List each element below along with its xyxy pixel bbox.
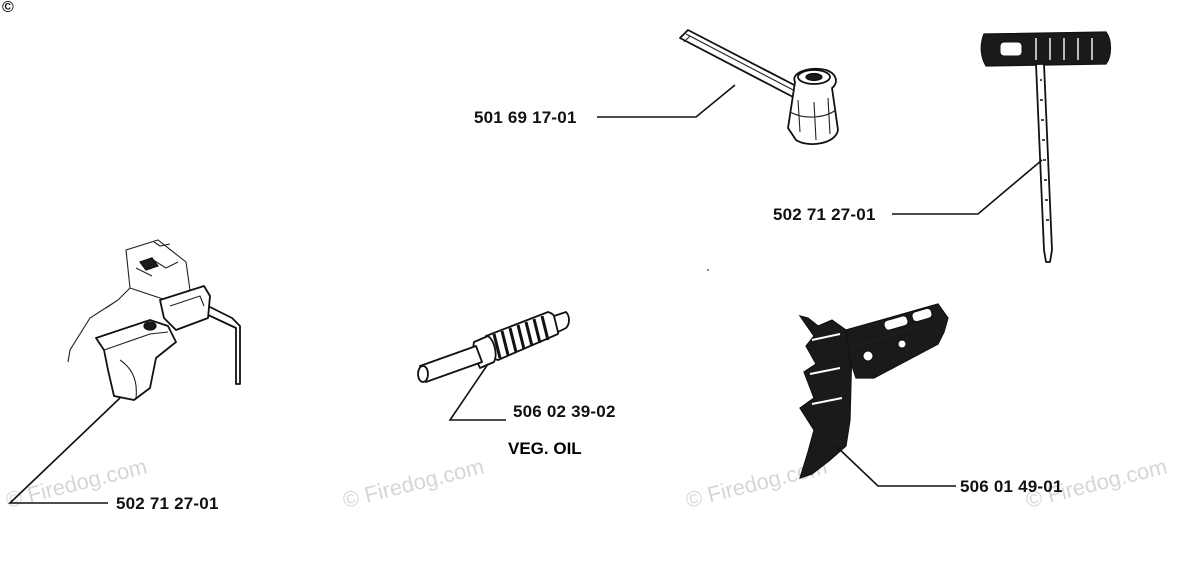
leader-line [597, 84, 736, 118]
bar-guard-illustration [67, 239, 241, 401]
chain-segment-illustration [798, 303, 949, 479]
part-number-label: 506 01 49-01 [960, 477, 1063, 496]
part-number-label: 502 71 27-01 [773, 205, 876, 224]
t-handle-screwdriver-illustration [980, 31, 1112, 263]
part-number-label: 502 71 27-01 [116, 494, 219, 513]
leader-line [448, 363, 506, 421]
leader-line [8, 397, 121, 504]
combination-wrench-illustration [679, 29, 839, 145]
leader-line [892, 159, 1043, 215]
stray-dot [707, 269, 709, 271]
part-number-label: 506 02 39-02 [513, 402, 616, 421]
oil-pump-rod-illustration [417, 311, 570, 383]
part-note-label: VEG. OIL [508, 439, 582, 458]
watermark: © Firedog.com [340, 454, 486, 513]
copyright-mark: © [2, 0, 14, 16]
leader-line [835, 445, 956, 487]
part-number-label: 501 69 17-01 [474, 108, 577, 127]
